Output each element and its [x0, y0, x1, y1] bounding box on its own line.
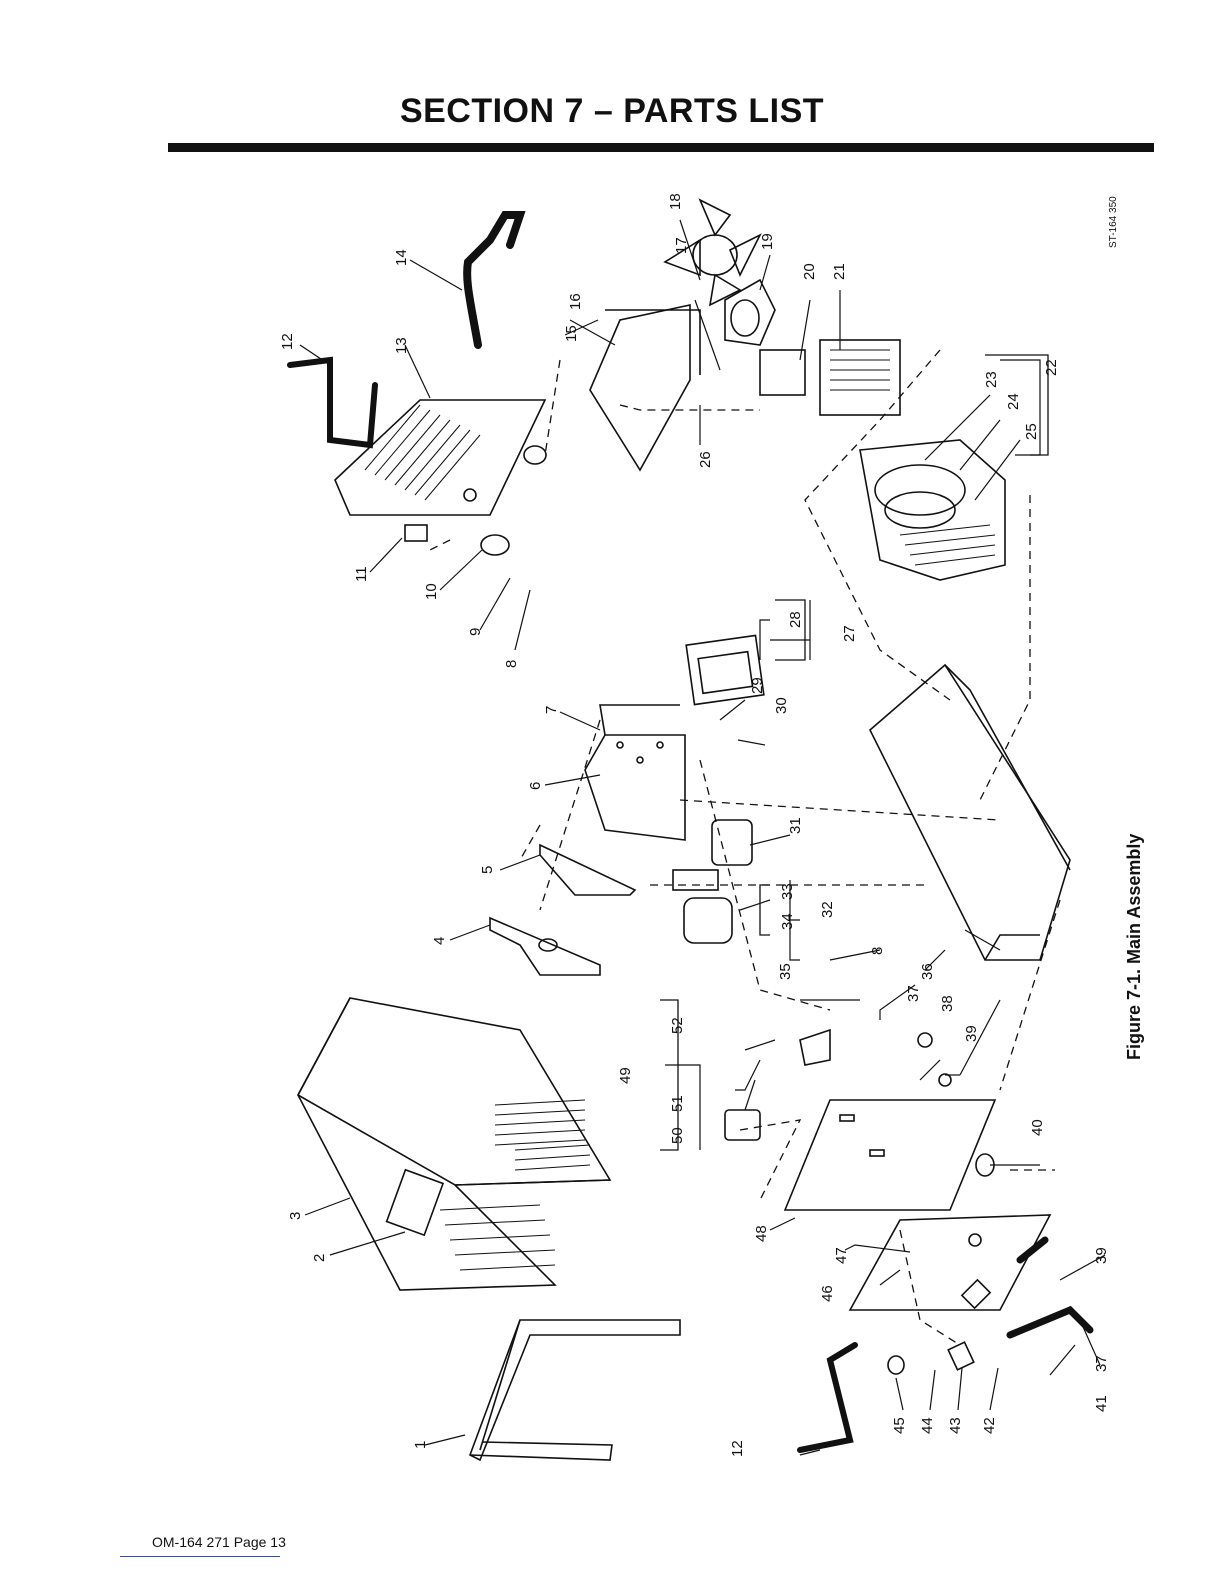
callout-49: 49 — [617, 1067, 634, 1084]
callout-1: 1 — [412, 1441, 429, 1449]
callout-16: 16 — [567, 293, 584, 310]
callout-50: 50 — [669, 1127, 686, 1144]
callout-22: 22 — [1043, 359, 1060, 376]
callout-37a: 37 — [905, 985, 922, 1002]
callout-9: 9 — [467, 628, 484, 636]
callout-38: 38 — [939, 995, 956, 1012]
callout-3: 3 — [287, 1212, 304, 1220]
callout-46: 46 — [819, 1285, 836, 1302]
callout-17: 17 — [673, 237, 690, 254]
callout-21: 21 — [831, 263, 848, 280]
callout-12a: 12 — [279, 333, 296, 350]
callout-47: 47 — [833, 1247, 850, 1264]
page-title: SECTION 7 – PARTS LIST — [0, 92, 1224, 131]
callout-14: 14 — [393, 249, 410, 266]
callout-32: 32 — [819, 901, 836, 918]
callout-27: 27 — [841, 625, 858, 642]
panel-5 — [540, 845, 635, 895]
callout-13: 13 — [393, 337, 410, 354]
callout-43: 43 — [947, 1417, 964, 1434]
title-rule — [168, 143, 1154, 152]
callout-34: 34 — [779, 913, 796, 930]
callout-25: 25 — [1023, 423, 1040, 440]
drawing-id: ST-164 350 — [1108, 196, 1119, 248]
callout-37b: 37 — [1093, 1355, 1110, 1372]
callout-5: 5 — [479, 866, 496, 874]
callout-42: 42 — [981, 1417, 998, 1434]
callout-35: 35 — [777, 963, 794, 980]
callout-23: 23 — [983, 371, 1000, 388]
callout-10: 10 — [423, 583, 440, 600]
callout-39a: 39 — [963, 1025, 980, 1042]
transformer-part — [860, 440, 1005, 580]
callout-33: 33 — [779, 883, 796, 900]
callout-12b: 12 — [729, 1440, 746, 1457]
callout-4: 4 — [431, 937, 448, 945]
callout-40: 40 — [1029, 1119, 1046, 1136]
callout-8b: 8 — [869, 947, 886, 955]
callout-19: 19 — [759, 233, 776, 250]
footer-underline — [120, 1556, 280, 1557]
callout-2: 2 — [311, 1254, 328, 1262]
callout-26: 26 — [697, 451, 714, 468]
callout-8a: 8 — [503, 660, 520, 668]
callout-30: 30 — [773, 697, 790, 714]
cover-part — [298, 998, 610, 1290]
callout-15: 15 — [563, 325, 580, 342]
callout-41: 41 — [1093, 1395, 1110, 1412]
callout-18: 18 — [667, 193, 684, 210]
callout-24: 24 — [1005, 393, 1022, 410]
callout-52: 52 — [669, 1017, 686, 1034]
callout-31: 31 — [787, 817, 804, 834]
callout-28: 28 — [787, 611, 804, 628]
page-footer: OM-164 271 Page 13 — [152, 1534, 286, 1550]
exploded-view-drawing: 1 2 3 4 5 6 7 8 8 9 10 11 12 12 13 14 15… — [150, 160, 1224, 1540]
handle-frame-part — [470, 1320, 680, 1460]
bracket-6 — [585, 735, 685, 840]
figure-caption: Figure 7-1. Main Assembly — [1124, 834, 1144, 1060]
callout-7: 7 — [543, 706, 560, 714]
base-part — [870, 665, 1070, 960]
callout-36: 36 — [919, 963, 936, 980]
callout-29: 29 — [749, 677, 766, 694]
panel-4 — [490, 918, 600, 975]
callout-51: 51 — [669, 1095, 686, 1112]
callout-6: 6 — [527, 782, 544, 790]
back-panel-part — [335, 400, 546, 515]
callout-44: 44 — [919, 1417, 936, 1434]
callout-11: 11 — [353, 566, 370, 582]
callout-48: 48 — [753, 1225, 770, 1242]
callout-39b: 39 — [1093, 1247, 1110, 1264]
callout-20: 20 — [801, 263, 818, 280]
callout-45: 45 — [891, 1417, 908, 1434]
